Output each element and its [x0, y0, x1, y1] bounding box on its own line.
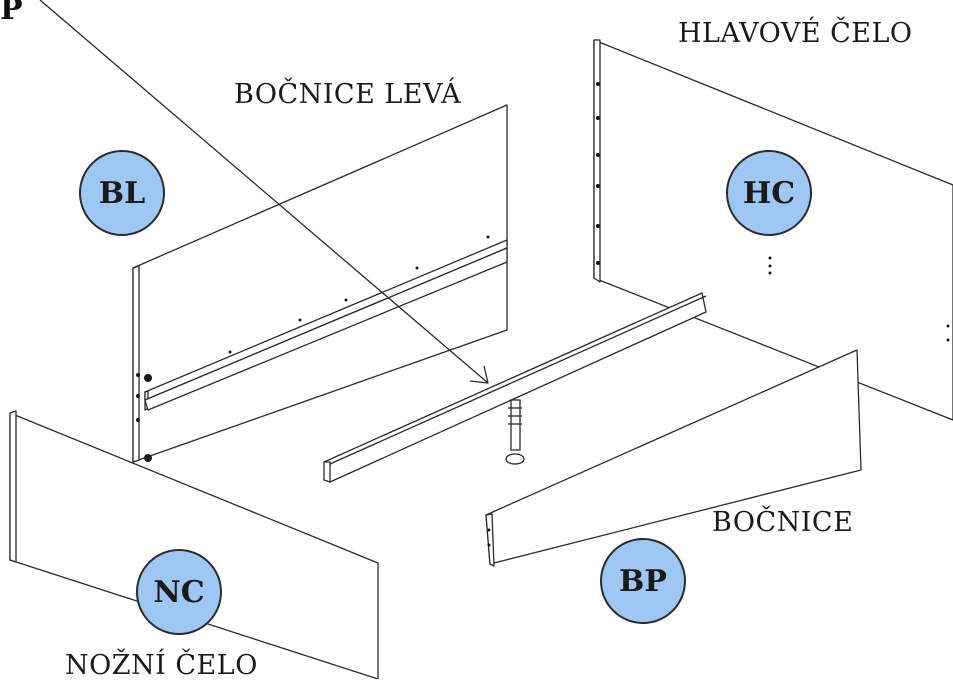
- label-headboard: HLAVOVÉ ČELO: [678, 18, 913, 49]
- badge-hc: HC: [726, 150, 812, 236]
- foot-panel: [9, 410, 379, 679]
- label-left-side: BOČNICE LEVÁ: [234, 79, 462, 110]
- label-right-side: BOČNICE: [712, 507, 854, 538]
- left-side-panel: [132, 104, 508, 463]
- badge-bp: BP: [600, 538, 686, 624]
- part-marker-p: P: [0, 0, 23, 27]
- center-beam: [323, 292, 707, 483]
- support-leg: [505, 399, 525, 465]
- leader-arrow: [39, 0, 489, 384]
- badge-bl: BL: [79, 150, 165, 236]
- right-side-panel: [485, 349, 862, 567]
- badge-nc: NC: [136, 549, 222, 635]
- label-foot: NOŽNÍ ČELO: [65, 650, 258, 681]
